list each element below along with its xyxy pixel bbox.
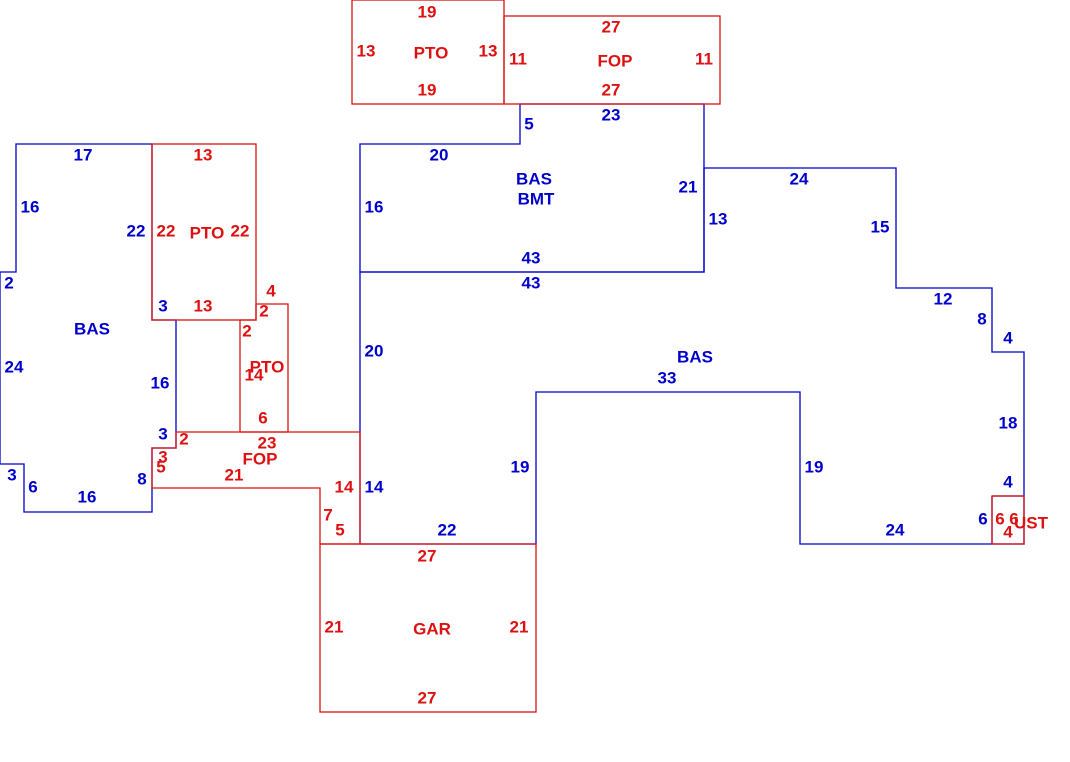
dimension-label: 6	[995, 509, 1004, 528]
gar-outline	[319, 543, 537, 713]
dimension-label: 11	[509, 49, 527, 68]
dimension-label: 43	[522, 273, 541, 292]
area-label: BAS	[677, 347, 713, 366]
dimension-label: 16	[78, 487, 97, 506]
dimension-label: 21	[225, 465, 244, 484]
dimension-label: 21	[679, 177, 698, 196]
area-label: UST	[1014, 513, 1049, 532]
dimension-label: 14	[365, 477, 384, 496]
dimension-label: 21	[510, 617, 529, 636]
dimension-label: 3	[7, 465, 16, 484]
dimension-label: 15	[871, 217, 890, 236]
dimension-label: 13	[479, 41, 498, 60]
dimension-label: 12	[934, 289, 953, 308]
dimension-label: 19	[805, 457, 824, 476]
fop-top-outline	[503, 15, 721, 105]
dimension-label: 43	[522, 248, 541, 267]
dimension-label: 14	[245, 365, 264, 384]
area-label: PTO	[190, 223, 225, 242]
area-label: BMT	[518, 189, 555, 208]
area-label: GAR	[413, 619, 451, 638]
pto-left-outline	[151, 143, 257, 321]
dimension-label: 16	[21, 197, 40, 216]
area-label: FOP	[243, 449, 278, 468]
dimension-label: 6	[1009, 509, 1018, 528]
dimension-label: 6	[978, 509, 987, 528]
dimension-label: 17	[74, 145, 93, 164]
dimension-label: 3	[158, 296, 167, 315]
dimension-label: 22	[438, 520, 457, 539]
dimension-label: 22	[157, 221, 176, 240]
dimension-label: 19	[418, 2, 437, 21]
dimension-label: 2	[179, 429, 188, 448]
dimension-label: 16	[151, 373, 170, 392]
dimension-label: 4	[1003, 472, 1013, 491]
dimension-label: 33	[658, 368, 677, 387]
dimension-label: 4	[1003, 522, 1013, 541]
dimension-label: 19	[418, 80, 437, 99]
fop-bottom-outline	[151, 431, 361, 545]
area-label: BAS	[74, 319, 110, 338]
dimension-label: 13	[194, 145, 213, 164]
dimension-label: 5	[335, 520, 344, 539]
dimension-label: 13	[194, 296, 213, 315]
dimension-label: 13	[709, 209, 728, 228]
dimension-label: 2	[4, 273, 13, 292]
dimension-label: 3	[158, 447, 167, 466]
area-label: FOP	[598, 51, 633, 70]
bas-main-outline	[359, 167, 1025, 545]
dimension-label: 8	[977, 309, 986, 328]
dimension-label: 19	[511, 457, 530, 476]
dimension-label: 24	[5, 357, 24, 376]
ust-outline	[991, 495, 1025, 545]
dimension-label: 20	[365, 341, 384, 360]
dimension-label: 16	[365, 197, 384, 216]
dimension-label: 22	[127, 221, 146, 240]
dimension-label: 4	[1003, 328, 1013, 347]
dimension-label: 3	[158, 424, 167, 443]
dimension-label: 24	[886, 520, 905, 539]
dimension-label: 5	[156, 457, 165, 476]
dimension-label: 18	[999, 413, 1018, 432]
dimension-label: 14	[335, 477, 354, 496]
dimension-label: 21	[325, 617, 344, 636]
dimension-label: 2	[259, 301, 268, 320]
dimension-label: 8	[137, 469, 146, 488]
dimension-label: 2	[242, 321, 251, 340]
dimension-label: 24	[790, 169, 809, 188]
area-label: PTO	[250, 357, 285, 376]
dimension-label: 23	[602, 105, 621, 124]
dimension-label: 20	[430, 145, 449, 164]
dimension-label: 27	[418, 546, 437, 565]
dimension-label: 5	[524, 114, 533, 133]
area-label: PTO	[414, 43, 449, 62]
dimension-label: 4	[266, 281, 276, 300]
dimension-label: 13	[357, 41, 376, 60]
dimension-label: 23	[258, 433, 277, 452]
dimension-label: 27	[418, 688, 437, 707]
dimension-label: 6	[258, 408, 267, 427]
dimension-label: 11	[695, 49, 713, 68]
area-label: BAS	[516, 169, 552, 188]
dimension-label: 7	[323, 505, 332, 524]
dimension-label: 6	[28, 477, 37, 496]
dimension-label: 27	[602, 80, 621, 99]
dimension-label: 27	[602, 17, 621, 36]
dimension-label: 22	[231, 221, 250, 240]
